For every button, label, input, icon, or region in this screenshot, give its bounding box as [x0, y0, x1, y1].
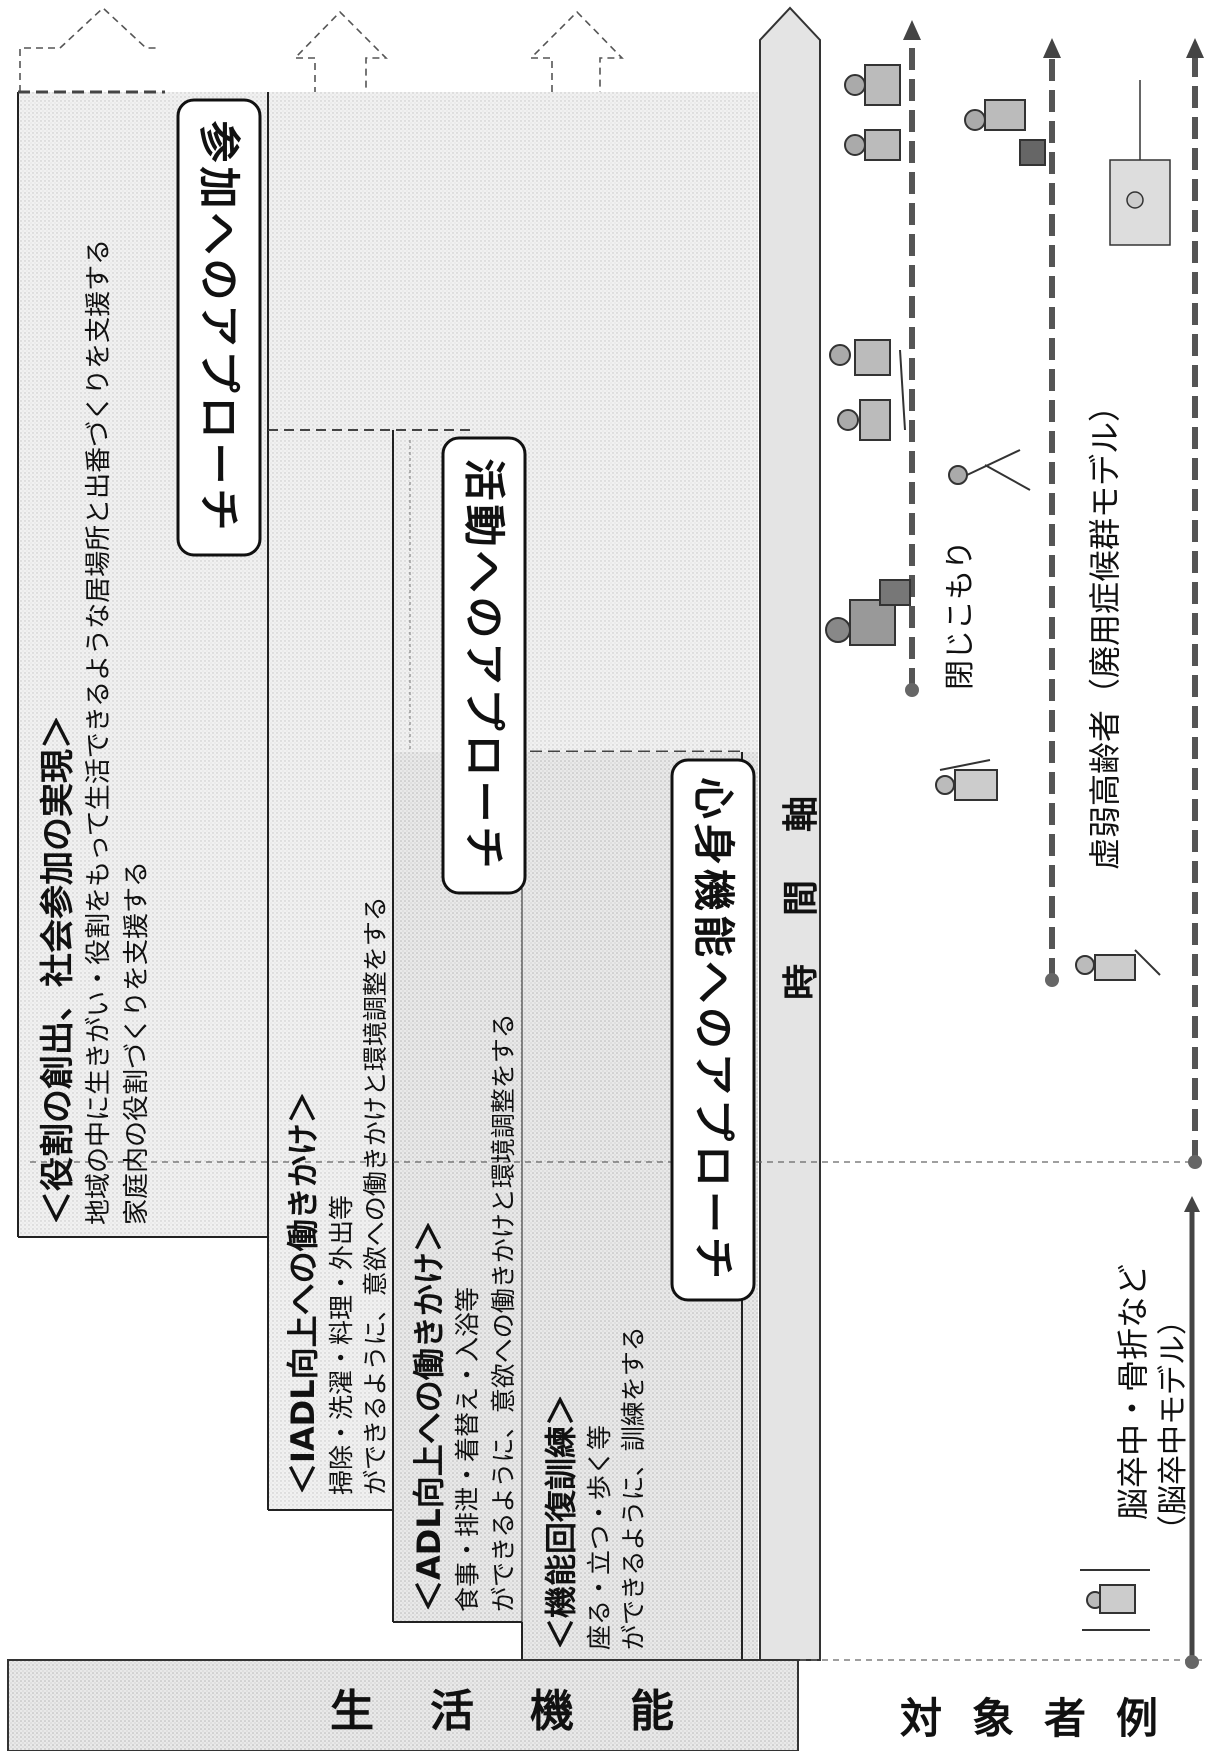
body-function-approach-label: 心身機能へのアプローチ [689, 777, 738, 1284]
future-arrow-participation [19, 6, 160, 92]
people-talking-icon [829, 339, 906, 441]
person-cane-icon [935, 759, 998, 801]
future-arrow-iadl [293, 10, 388, 430]
activity-approach-box [441, 436, 527, 895]
person-rehab-icon [1080, 1569, 1150, 1631]
activity-approach-label: 活動へのアプローチ [460, 458, 509, 873]
person-walking-icon [1075, 949, 1161, 981]
person-sitting-icon [825, 579, 911, 646]
participation-approach-box [176, 98, 262, 557]
people-street-icon [1109, 80, 1171, 246]
people-gardening-icon [844, 64, 1046, 166]
future-arrow-adl [529, 10, 624, 752]
body-function-approach-box [670, 758, 756, 1302]
person-standing-icon [948, 449, 1031, 491]
life-function-box [7, 1659, 799, 1751]
time-axis-arrow [759, 6, 821, 1661]
participation-approach-label: 参加へのアプローチ [195, 120, 244, 535]
